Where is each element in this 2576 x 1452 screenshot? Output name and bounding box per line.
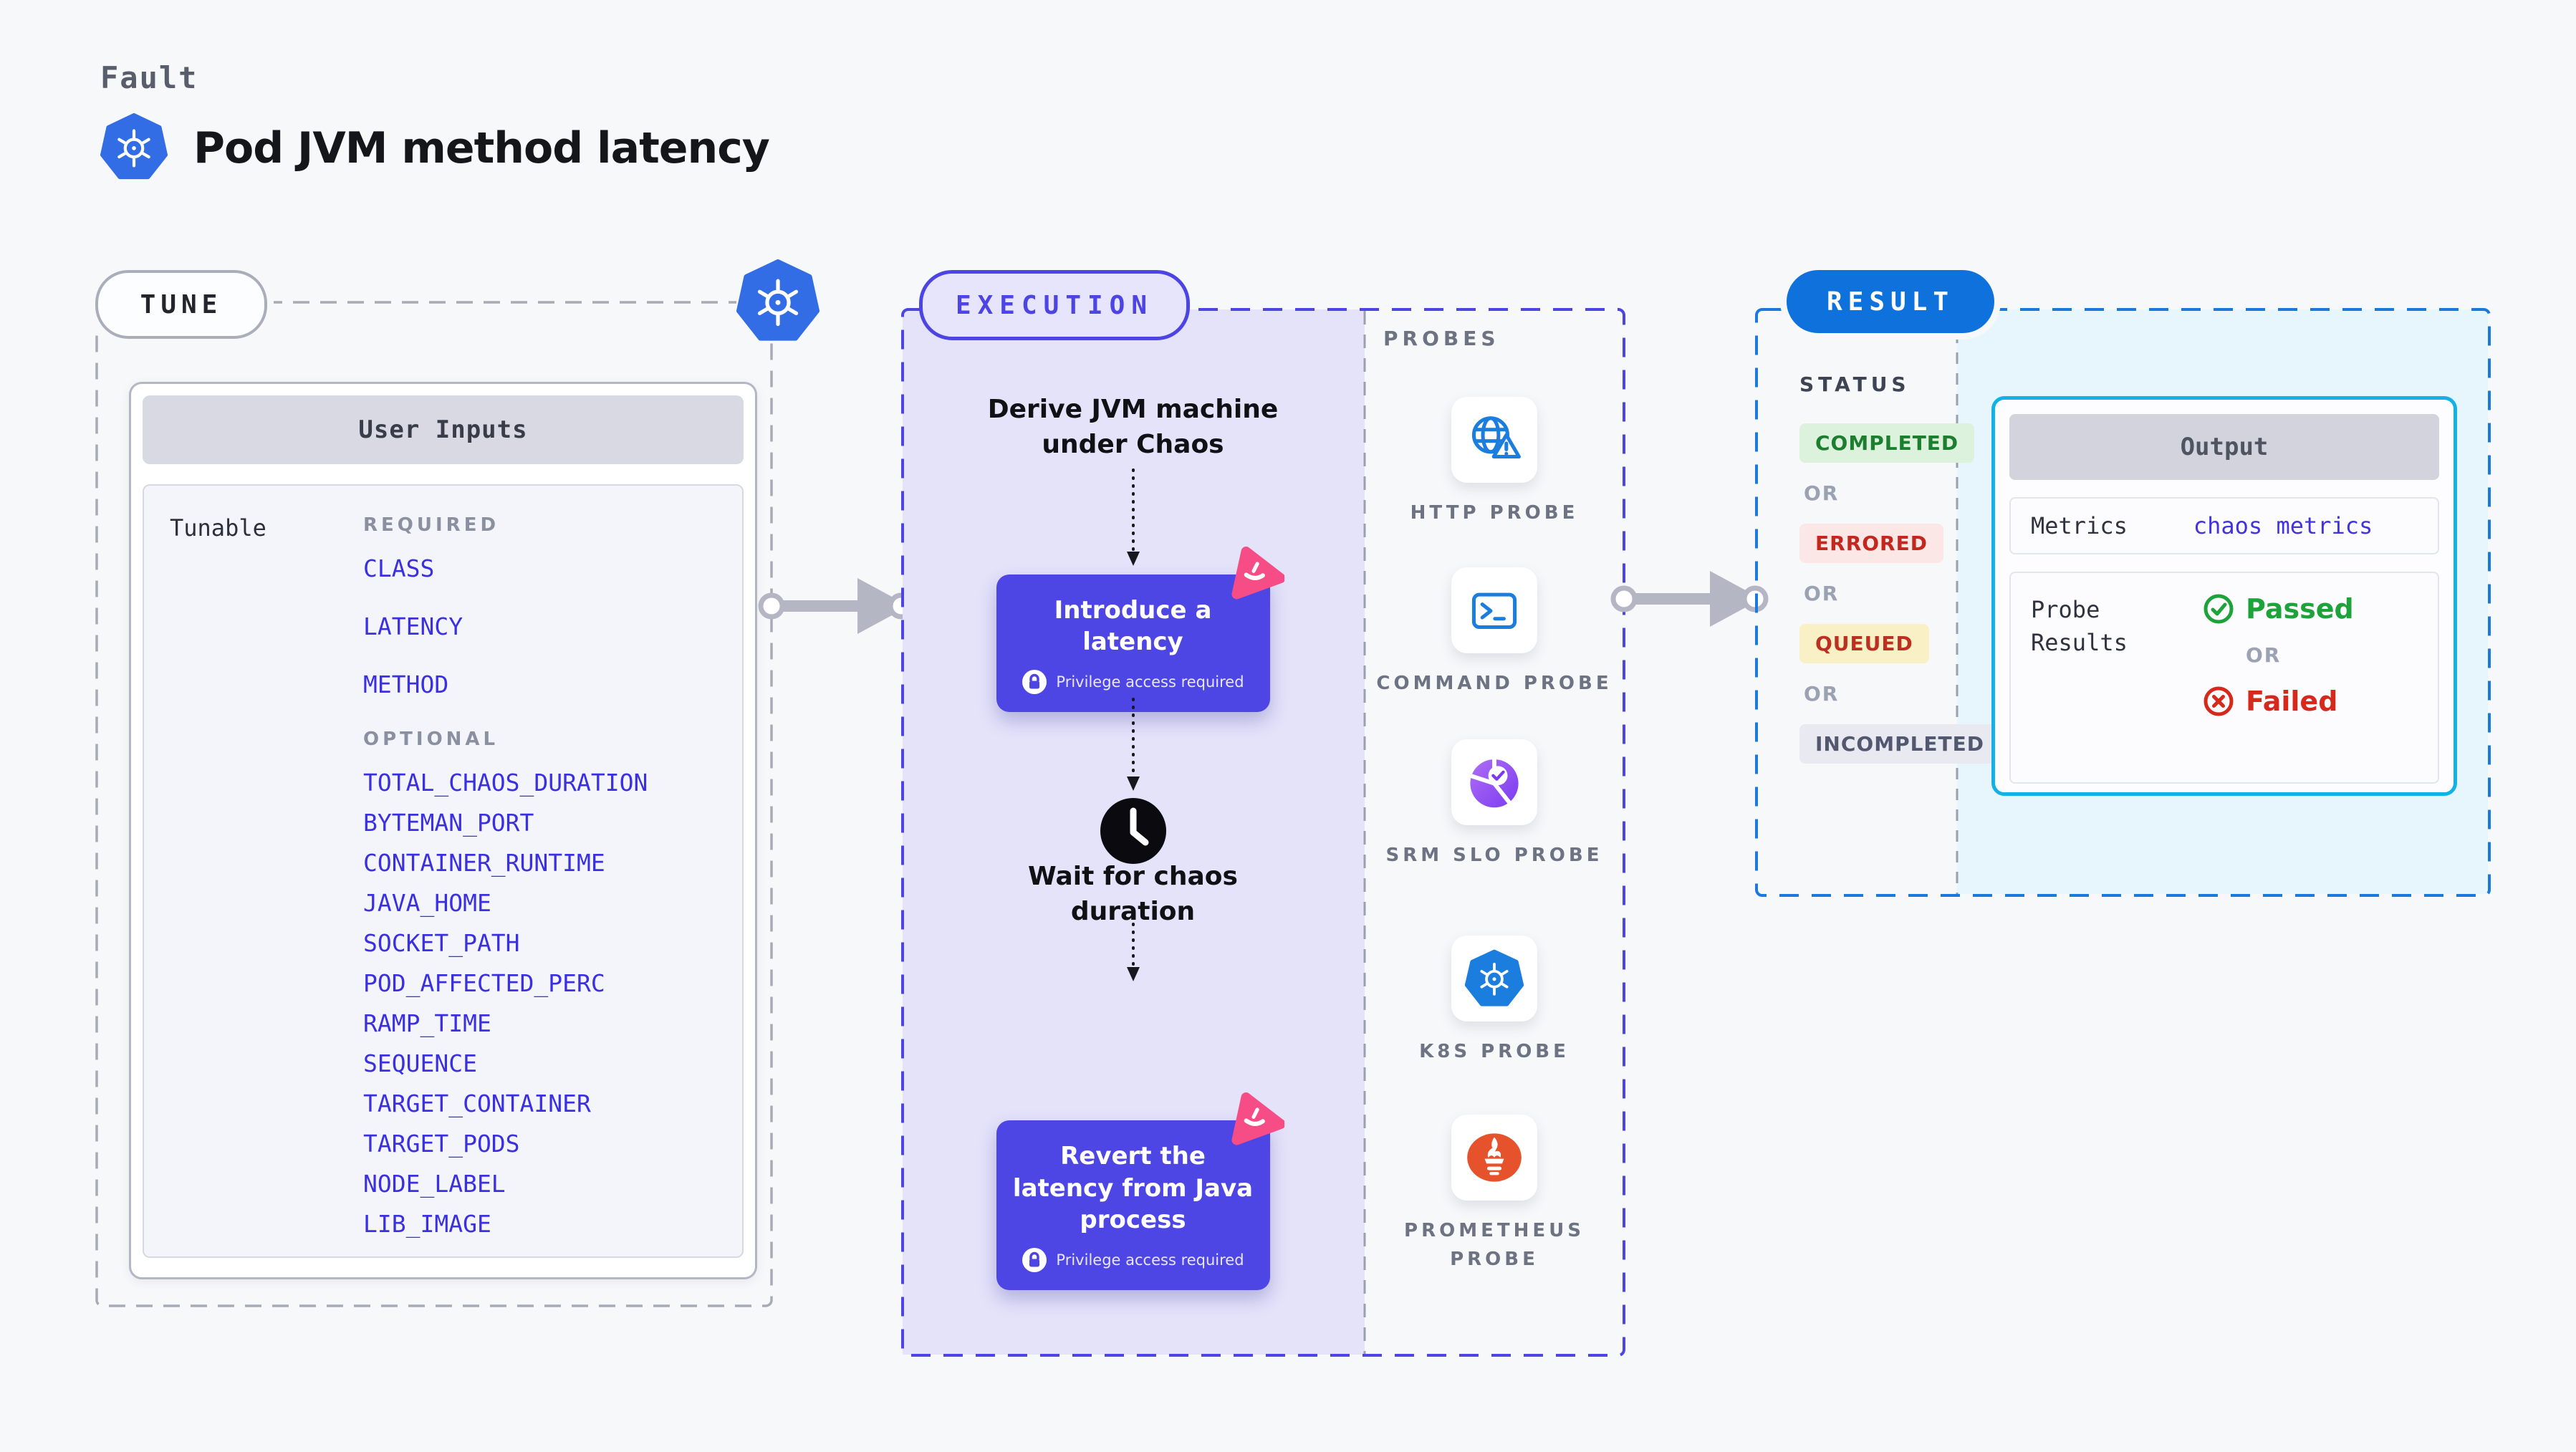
flow-step-introduce-latency: Introduce a latency Privilege access req… [996, 547, 1286, 713]
failed-line: Failed [2203, 686, 2354, 717]
kubernetes-icon [1464, 949, 1524, 1006]
tunable-item: TARGET_PODS [363, 1130, 520, 1158]
chaos-box-title: Introduce a latency [1054, 596, 1212, 657]
output-card: Output Metrics chaos metrics Probe Resul… [1991, 396, 2457, 796]
optional-group-label: OPTIONAL [363, 729, 499, 750]
status-panel: STATUS COMPLETED OR ERRORED OR QUEUED OR… [1755, 308, 2001, 895]
user-inputs-header: User Inputs [143, 395, 744, 464]
or-separator: OR [1804, 682, 1840, 706]
command-probe-tile [1451, 567, 1537, 653]
tunable-item: BYTEMAN_PORT [363, 809, 534, 837]
kubernetes-logo-icon [100, 113, 168, 183]
metrics-value: chaos metrics [2193, 512, 2373, 539]
kubernetes-corner-icon [731, 254, 825, 346]
probe-srm-slo: SRM SLO PROBE [1376, 739, 1613, 870]
status-badge-completed: COMPLETED [1799, 423, 1975, 463]
tunables-panel: Tunable REQUIRED CLASS LATENCY METHOD OP… [143, 484, 744, 1258]
probe-http: HTTP PROBE [1376, 397, 1613, 527]
flow-connector-arrow [1126, 923, 1140, 981]
output-card-header: Output [2009, 414, 2439, 480]
tunable-item: NODE_LABEL [363, 1170, 506, 1198]
flow-step-revert-latency: Revert the latency from Java process Pri… [996, 1092, 1286, 1290]
page-title: Pod JVM method latency [193, 123, 770, 173]
probe-label: COMMAND PROBE [1376, 673, 1613, 694]
passed-label: Passed [2246, 593, 2354, 625]
tunable-list: REQUIRED CLASS LATENCY METHOD OPTIONAL T… [363, 514, 648, 1238]
tunable-item: SOCKET_PATH [363, 929, 520, 957]
probe-results-values: Passed OR Failed [2203, 593, 2354, 762]
status-badge-errored: ERRORED [1799, 524, 1943, 563]
probes-panel-label: PROBES [1383, 327, 1500, 350]
globe-alert-icon [1471, 416, 1521, 459]
lock-icon [1022, 670, 1047, 695]
required-group-label: REQUIRED [363, 514, 500, 536]
terminal-icon [1471, 592, 1517, 630]
execution-to-result-arrow [1610, 571, 1769, 627]
tunable-item: METHOD [363, 670, 449, 698]
fault-kind-label: Fault [100, 60, 198, 95]
tune-section-pill: TUNE [95, 270, 267, 339]
passed-line: Passed [2203, 593, 2354, 625]
tunable-item: SEQUENCE [363, 1049, 477, 1077]
chaos-experiment-icon [1223, 542, 1286, 603]
flow-step-derive: Derive JVM machine under Chaos [987, 395, 1279, 459]
clock-icon [1099, 797, 1168, 868]
probe-results-row: Probe Results Passed OR Failed [2009, 572, 2439, 784]
or-separator: OR [2246, 643, 2282, 667]
k8s-probe-tile [1451, 936, 1537, 1021]
result-section-pill: RESULT [1787, 270, 1994, 333]
probe-k8s: K8S PROBE [1376, 936, 1613, 1066]
probe-prometheus: PROMETHEUS PROBE [1376, 1115, 1613, 1274]
chaos-experiment-icon [1223, 1087, 1286, 1149]
check-circle-icon [2203, 594, 2234, 624]
x-circle-icon [2203, 686, 2234, 716]
failed-label: Failed [2246, 686, 2338, 717]
tune-dashed-border [95, 301, 773, 1307]
tune-to-execution-arrow [758, 578, 915, 634]
probe-label: PROMETHEUS PROBE [1404, 1220, 1585, 1271]
metrics-label: Metrics [2031, 512, 2128, 539]
user-inputs-card: User Inputs Tunable REQUIRED CLASS LATEN… [129, 382, 757, 1279]
probes-panel: PROBES HTTP PROBE [1365, 308, 1624, 1355]
result-dashed-border [1755, 308, 2491, 897]
execution-dashed-border [901, 308, 1625, 1357]
status-panel-label: STATUS [1799, 372, 1911, 396]
lock-icon [1022, 1247, 1047, 1272]
tunable-row-label: Tunable [170, 514, 266, 542]
tunable-item: LATENCY [363, 612, 463, 640]
chaos-box-title: Revert the latency from Java process [1012, 1142, 1254, 1234]
flow-connector-arrow [1126, 698, 1140, 791]
probe-label: SRM SLO PROBE [1385, 845, 1603, 866]
tunable-item: CLASS [363, 554, 435, 582]
flow-step-wait: Wait for chaos duration [1028, 862, 1238, 926]
prometheus-icon [1467, 1133, 1522, 1182]
or-separator: OR [1804, 481, 1840, 505]
title-row: Pod JVM method latency [100, 113, 770, 183]
tunable-item: POD_AFFECTED_PERC [363, 969, 605, 997]
execution-flow: Derive JVM machine under Chaos Introduce… [901, 308, 1365, 1355]
tunable-item: TARGET_CONTAINER [363, 1090, 591, 1117]
http-probe-tile [1451, 397, 1537, 483]
status-badge-queued: QUEUED [1799, 624, 1929, 663]
srm-slo-probe-tile [1451, 739, 1537, 825]
probe-label: K8S PROBE [1419, 1041, 1570, 1062]
tunable-item: LIB_IMAGE [363, 1210, 491, 1238]
prometheus-probe-tile [1451, 1115, 1537, 1201]
probe-label: HTTP PROBE [1410, 502, 1579, 524]
tunable-item: JAVA_HOME [363, 889, 491, 917]
probe-results-label: Probe Results [2031, 596, 2128, 657]
tunable-item: CONTAINER_RUNTIME [363, 849, 605, 877]
probe-command: COMMAND PROBE [1376, 567, 1613, 698]
privilege-note: Privilege access required [1056, 1251, 1244, 1269]
tunable-item: TOTAL_CHAOS_DURATION [363, 769, 648, 797]
metrics-row: Metrics chaos metrics [2009, 497, 2439, 554]
flow-connector-arrow [1126, 468, 1140, 566]
tunable-item: RAMP_TIME [363, 1009, 491, 1037]
execution-section-pill: EXECUTION [919, 270, 1190, 340]
or-separator: OR [1804, 582, 1840, 605]
status-badge-incompleted: INCOMPLETED [1799, 724, 2001, 764]
slo-gauge-icon [1469, 756, 1519, 808]
privilege-note: Privilege access required [1056, 673, 1244, 691]
